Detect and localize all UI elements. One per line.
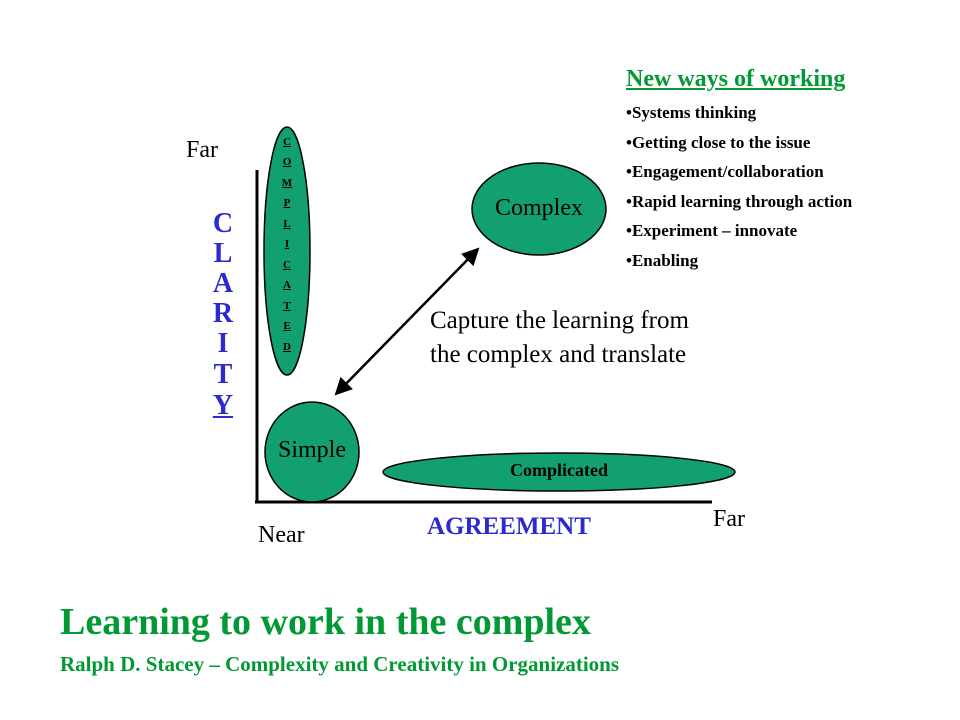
- vertical-letter: O: [282, 156, 292, 168]
- clarity-letter: T: [213, 359, 233, 390]
- simple-ellipse: [264, 401, 360, 503]
- vertical-letter: M: [281, 177, 293, 189]
- clarity-letter: Y: [212, 390, 234, 421]
- complicated-horizontal-ellipse: [382, 452, 736, 492]
- vertical-letter: E: [283, 320, 291, 332]
- vertical-letter: P: [283, 197, 291, 209]
- list-item: Getting close to the issue: [626, 128, 956, 158]
- complicated-label: Complicated: [510, 460, 608, 480]
- list-item: Enabling: [626, 246, 956, 276]
- clarity-letter: C: [212, 208, 234, 239]
- list-item: Systems thinking: [626, 98, 956, 128]
- vertical-letter: D: [283, 341, 291, 353]
- vertical-letter: C: [283, 259, 291, 271]
- page-subtitle: Ralph D. Stacey – Complexity and Creativ…: [60, 652, 620, 676]
- page-title: Learning to work in the complex: [60, 601, 591, 643]
- new-ways-panel: New ways of working Systems thinking Get…: [626, 64, 956, 275]
- vertical-letter: T: [283, 300, 291, 312]
- x-axis-near-label: Near: [258, 522, 305, 548]
- list-item: Rapid learning through action: [626, 187, 956, 217]
- simple-label: Simple: [277, 437, 346, 463]
- annotation-line-2: the complex and translate: [430, 341, 687, 368]
- list-item: Engagement/collaboration: [626, 157, 956, 187]
- complex-ellipse: [471, 162, 607, 256]
- translate-arrow: [334, 247, 480, 396]
- new-ways-list: Systems thinking Getting close to the is…: [626, 98, 956, 275]
- complex-label: Complex: [495, 195, 583, 221]
- clarity-letter: R: [212, 298, 234, 329]
- vertical-letter: A: [283, 279, 291, 291]
- vertical-letter: L: [283, 218, 291, 230]
- complicated-vertical-ellipse: [263, 126, 311, 376]
- y-axis-far-label: Far: [186, 137, 218, 163]
- x-axis-far-label: Far: [713, 506, 745, 532]
- vertical-letter: C: [283, 136, 291, 148]
- annotation-line-1: Capture the learning from: [430, 307, 689, 334]
- list-item: Experiment – innovate: [626, 216, 956, 246]
- clarity-letter: A: [212, 268, 234, 299]
- clarity-letter: L: [213, 238, 233, 269]
- vertical-letter: I: [284, 238, 290, 250]
- clarity-letter: I: [217, 328, 229, 359]
- new-ways-title: New ways of working: [626, 66, 846, 92]
- x-axis-agreement-label: AGREEMENT: [427, 513, 591, 540]
